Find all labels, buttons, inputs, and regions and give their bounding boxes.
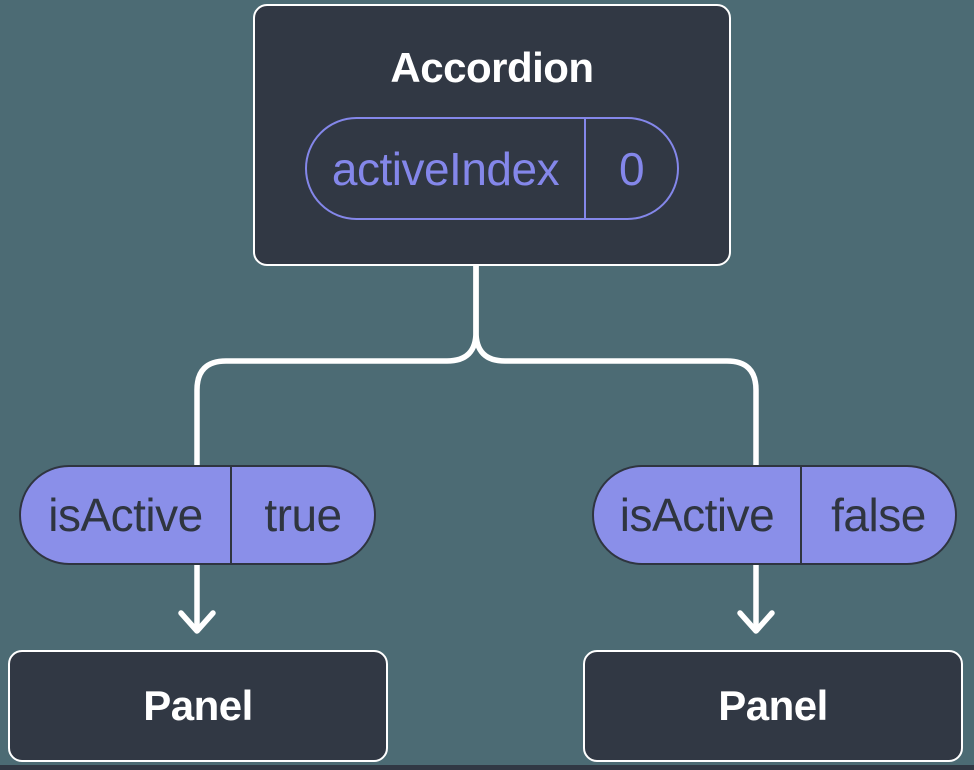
prop-pill-right: isActive false [592, 465, 957, 565]
arrowhead-down-left-icon [178, 610, 216, 634]
prop-pill-left-label: isActive [21, 467, 232, 563]
prop-pill-right-label: isActive [594, 467, 802, 563]
connector-left-branch [194, 257, 479, 632]
accordion-node: Accordion activeIndex 0 [253, 4, 731, 266]
prop-pill-left: isActive true [19, 465, 376, 565]
accordion-node-title: Accordion [390, 44, 594, 91]
prop-pill-left-value: true [264, 489, 342, 541]
arrowhead-down-right-icon [737, 610, 775, 634]
bottom-edge-strip [0, 765, 974, 770]
state-pill-label: activeIndex [307, 119, 586, 218]
panel-node-right-title: Panel [718, 682, 828, 729]
state-pill-value: 0 [618, 142, 645, 195]
state-pill: activeIndex 0 [305, 117, 679, 220]
panel-node-left: Panel [8, 650, 388, 762]
panel-node-right: Panel [583, 650, 963, 762]
panel-node-left-title: Panel [143, 682, 253, 729]
prop-pill-right-value: false [831, 489, 926, 541]
connector-right-branch [473, 257, 759, 632]
